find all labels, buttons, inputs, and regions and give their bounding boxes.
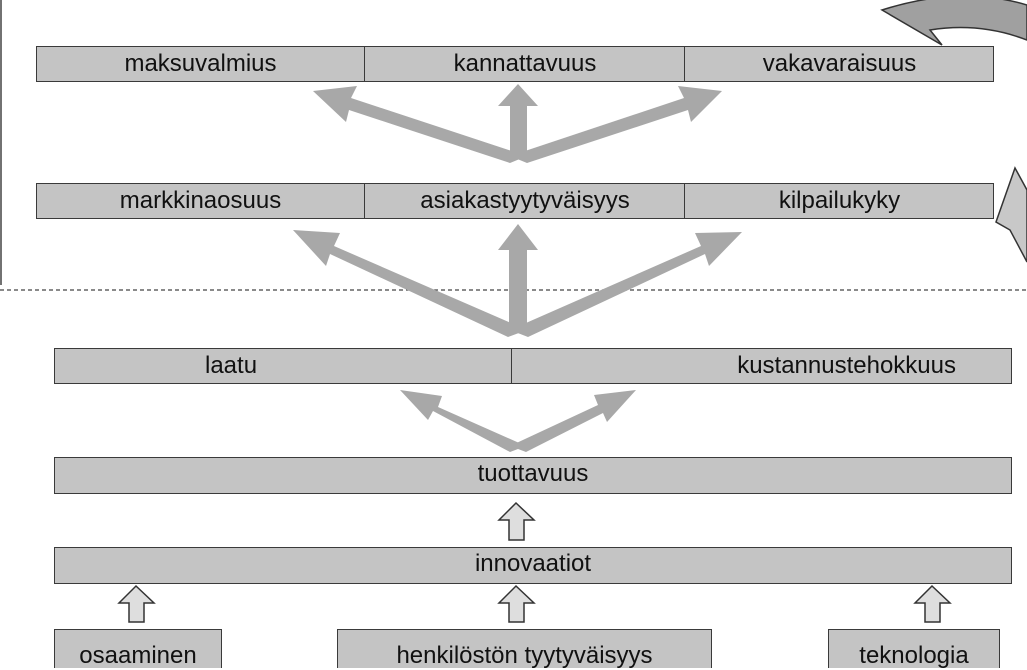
cell-vakavaraisuus: vakavaraisuus <box>684 47 994 81</box>
row-financial-outcomes: maksuvalmius kannattavuus vakavaraisuus <box>36 46 994 82</box>
arrow-to-asiakastyytyvaisyys <box>498 224 538 332</box>
cell-kustannustehokkuus: kustannustehokkuus <box>511 349 1011 383</box>
row-tuottavuus: tuottavuus <box>54 457 1012 494</box>
row-innovaatiot: innovaatiot <box>54 547 1012 584</box>
cell-tuottavuus: tuottavuus <box>477 459 589 487</box>
arrow-group-row4-to-row3 <box>400 390 636 452</box>
arrow-to-maksuvalmius <box>313 86 527 163</box>
curved-arrow-top-right <box>880 0 1027 46</box>
arrow-fragment-right <box>995 166 1027 263</box>
up-arrow-henkilosto <box>497 584 536 623</box>
cell-kannattavuus: kannattavuus <box>364 47 685 81</box>
cell-kilpailukyky: kilpailukyky <box>684 184 994 218</box>
box-osaaminen: osaaminen <box>54 629 222 669</box>
cell-laatu: laatu <box>205 352 258 379</box>
arrow-to-vakavaraisuus <box>510 86 722 163</box>
cell-maksuvalmius: maksuvalmius <box>124 50 277 77</box>
arrow-group-row3-to-row2 <box>293 224 742 337</box>
arrow-to-markkinaosuus <box>293 230 527 337</box>
cell-osaaminen: osaaminen <box>79 642 197 669</box>
arrow-group-row2-to-row1 <box>313 84 722 163</box>
box-henkiloston-tyytyvaisyys: henkilöstön tyytyväisyys <box>337 629 712 669</box>
cell-henkiloston-tyytyvaisyys: henkilöstön tyytyväisyys <box>396 642 653 669</box>
up-arrow-teknologia <box>913 584 952 623</box>
arrow-to-kilpailukyky <box>510 232 742 337</box>
arrow-to-kannattavuus <box>498 84 538 158</box>
cell-asiakastyytyvaisyys: asiakastyytyväisyys <box>364 184 685 218</box>
cell-markkinaosuus: markkinaosuus <box>119 187 282 214</box>
row-market-outcomes: markkinaosuus asiakastyytyväisyys kilpai… <box>36 183 994 219</box>
arrow-to-kustannustehokkuus <box>510 390 636 452</box>
cell-teknologia: teknologia <box>859 642 969 669</box>
row-quality-cost: laatu kustannustehokkuus <box>54 348 1012 384</box>
up-arrow-osaaminen <box>117 584 156 623</box>
box-teknologia: teknologia <box>828 629 1000 669</box>
cell-innovaatiot: innovaatiot <box>474 549 592 577</box>
up-arrow-tuottavuus <box>497 501 536 541</box>
arrow-to-laatu <box>400 390 526 452</box>
